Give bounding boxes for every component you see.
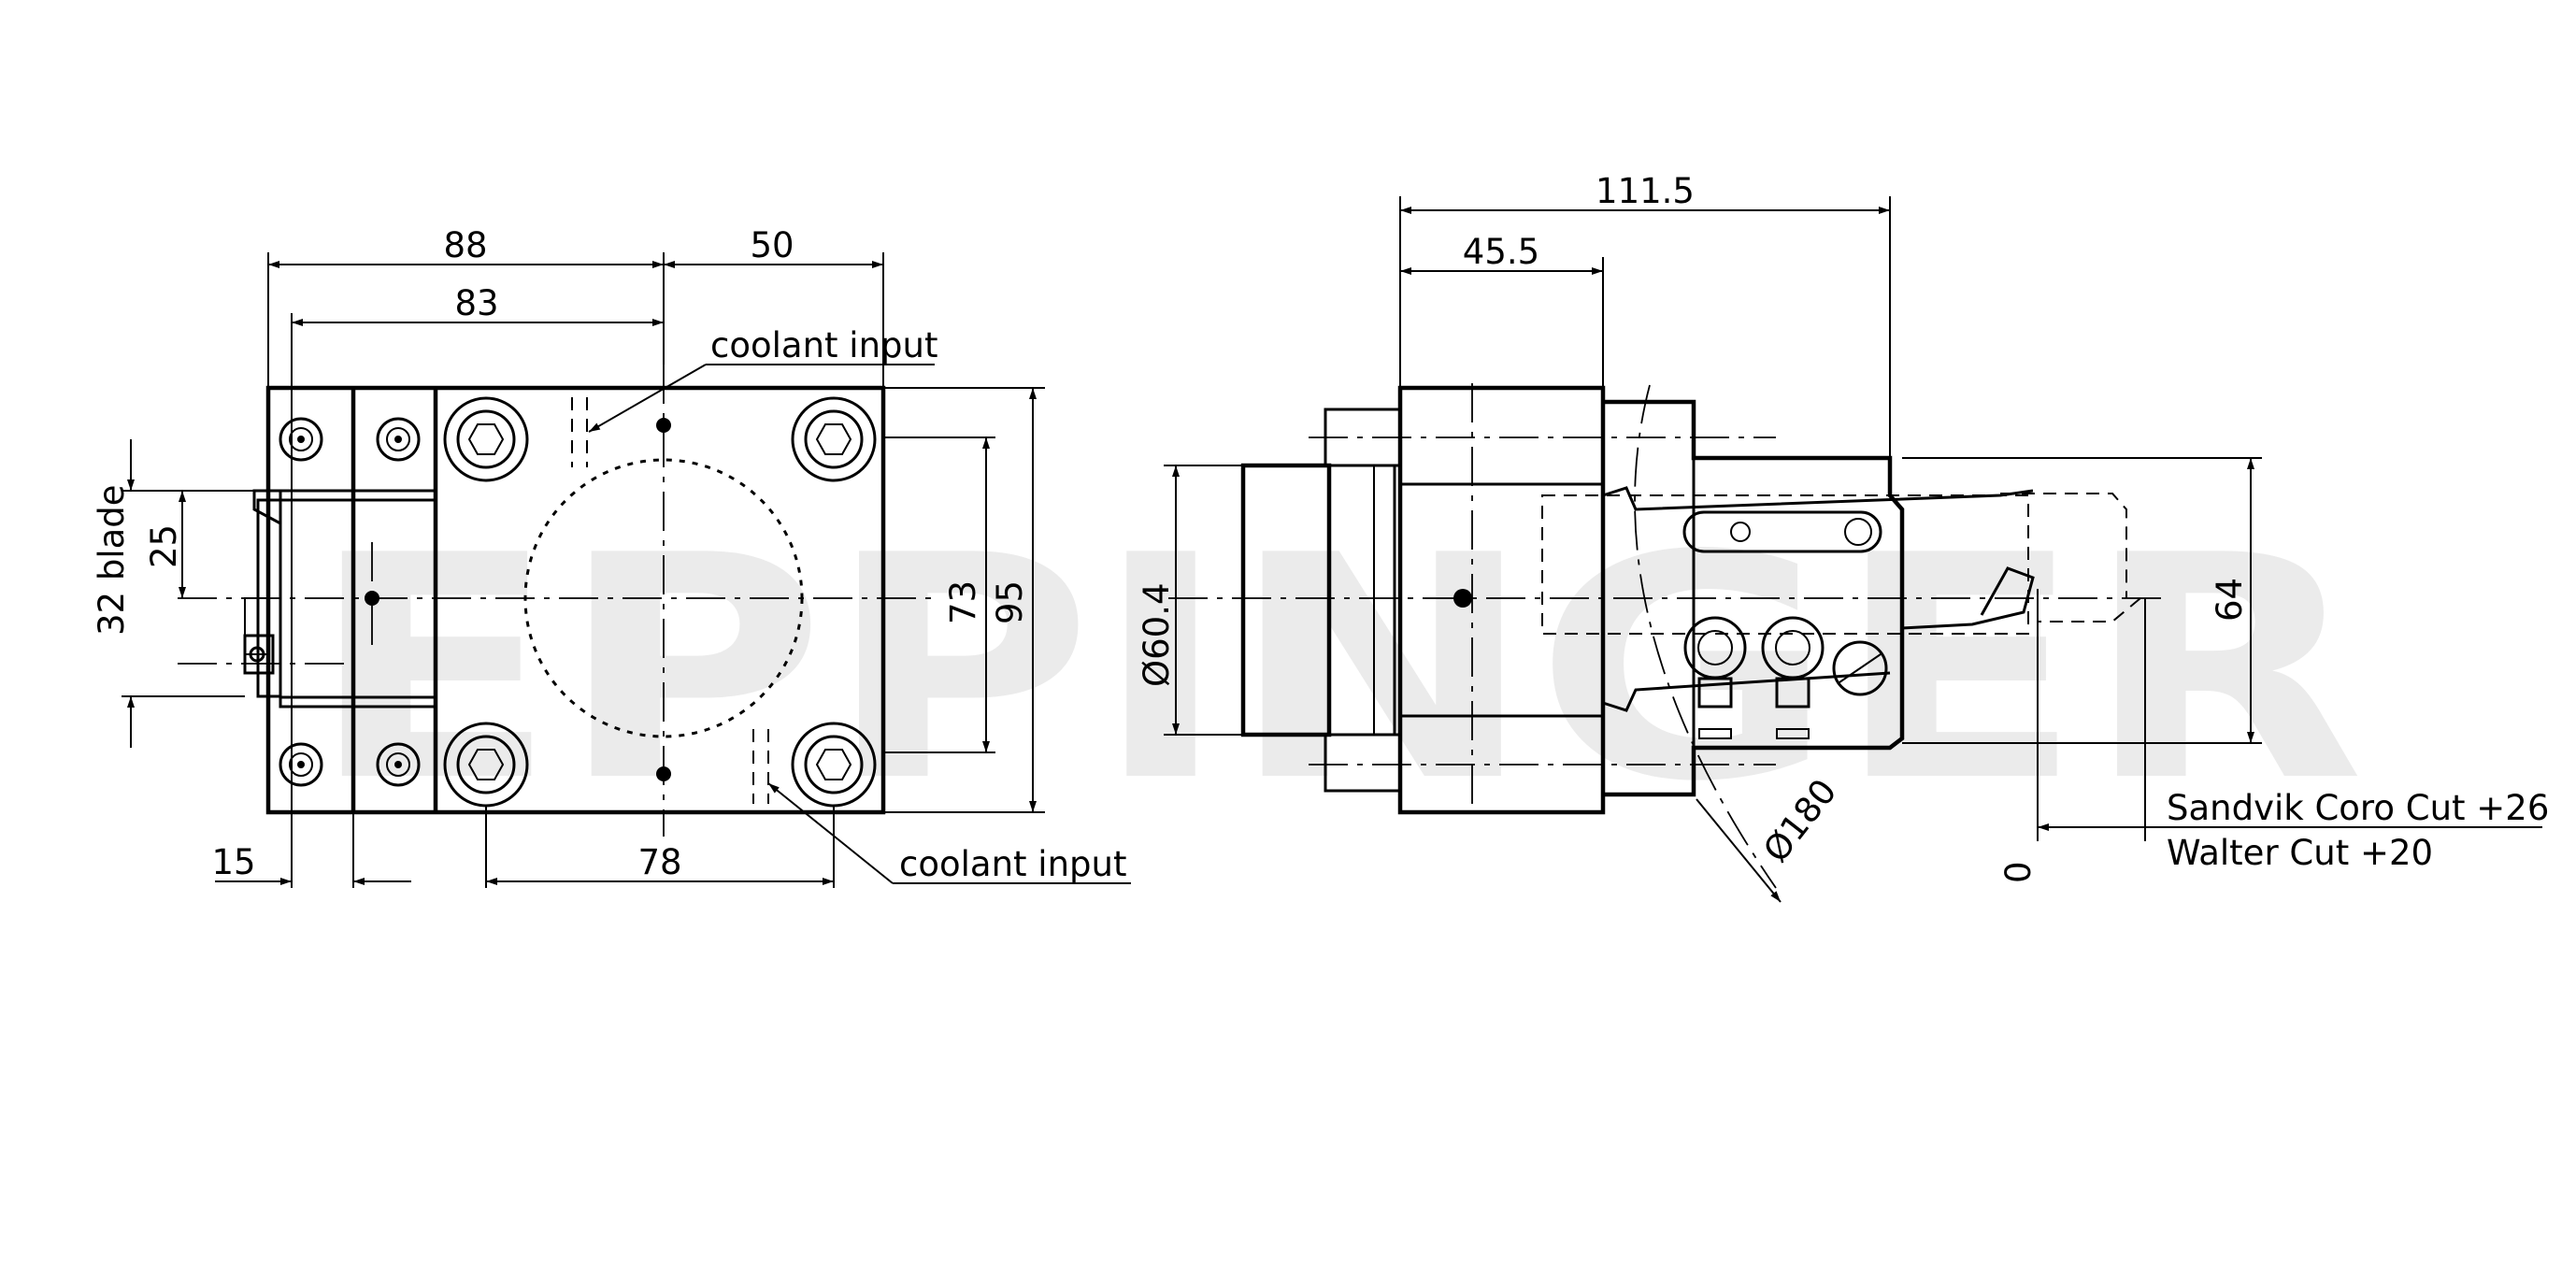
dim-32-blade: 32 blade [92,484,132,636]
front-view: 88 50 83 coolant input coolant input 32 … [92,225,1131,888]
coolant-channel-bottom [752,729,769,804]
dim-95: 95 [990,580,1030,624]
dim-25: 25 [144,524,184,568]
screw-slot [1698,728,1732,739]
clamp-bar-bottom [279,695,437,708]
dim-50: 50 [750,225,794,265]
coolant-channel-top [571,397,588,467]
clamp-screw-icon [1832,640,1888,696]
screw-slot [1776,728,1810,739]
coolant-input-label-top: coolant input [710,325,937,365]
blade-bottom-edge [1602,671,1891,712]
blade-screw-block [243,634,275,675]
small-screws [279,417,421,787]
dim-83: 83 [454,283,498,323]
screw-nut [1697,677,1733,708]
blade-slot [244,597,266,655]
zero-label: 0 [1998,861,2039,883]
blade-screw-icon [249,646,265,663]
adjust-slot [1682,510,1882,553]
coolant-hole-top [656,418,671,433]
cut-reference-top [2000,493,2127,598]
dim-64: 64 [2210,578,2250,622]
coolant-input-label-bottom: coolant input [899,844,1126,884]
slot-screw-icon [1730,522,1751,542]
dim-78: 78 [637,842,681,882]
side-blade-holder [1603,399,1905,797]
dim-line-180 [1696,798,1782,903]
cut-reference-bottom [2038,597,2141,623]
dim-73: 73 [943,580,983,624]
sandvik-label: Sandvik Coro Cut +26 [2167,788,2549,828]
side-view: 111.5 45.5 Ø60.4 64 Sandvik Coro Cut +26… [1137,171,2549,903]
front-body-outline [265,385,886,815]
dim-88: 88 [443,225,487,265]
screw-nut [1775,677,1810,708]
side-main-body [1397,385,1606,815]
blade-tip [1901,566,2035,630]
watermark-text: EPPINGER [308,490,2365,849]
leader-line [767,782,894,884]
dim-diameter-60-4: Ø60.4 [1137,582,1177,687]
arc-180 [1634,384,1777,889]
dim-45-5: 45.5 [1463,232,1539,272]
dim-15: 15 [211,842,255,882]
leader-line [588,364,707,433]
slot-end-icon [1844,518,1872,546]
blade-hidden [1541,494,2029,635]
walter-label: Walter Cut +20 [2167,833,2433,873]
dim-111-5: 111.5 [1596,171,1695,211]
side-center-point [1453,589,1472,608]
